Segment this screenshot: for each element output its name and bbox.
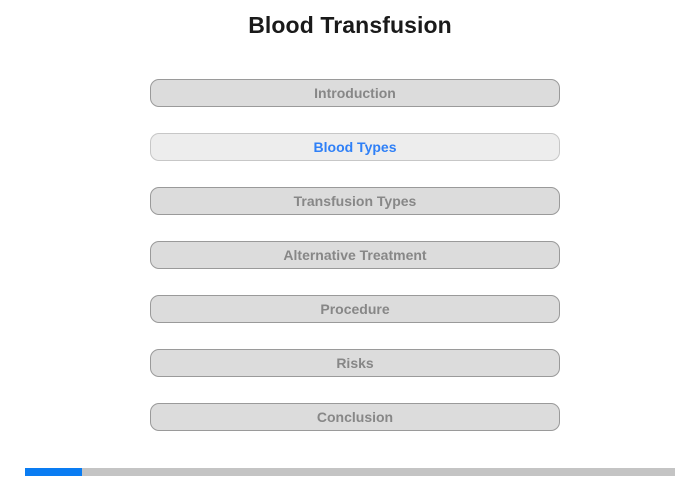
menu-item-risks[interactable]: Risks	[150, 349, 560, 377]
menu-item-label: Procedure	[320, 301, 390, 317]
menu-item-blood-types[interactable]: Blood Types	[150, 133, 560, 161]
menu-item-label: Introduction	[314, 85, 396, 101]
menu-item-label: Alternative Treatment	[283, 247, 427, 263]
menu-item-label: Conclusion	[316, 409, 394, 425]
menu-item-label: Risks	[336, 355, 374, 371]
menu-item-conclusion[interactable]: Conclusion	[150, 403, 560, 431]
menu-item-label: Transfusion Types	[293, 193, 417, 209]
menu-item-transfusion-types[interactable]: Transfusion Types	[150, 187, 560, 215]
menu-item-alternative-treatment[interactable]: Alternative Treatment	[150, 241, 560, 269]
page-title: Blood Transfusion	[248, 12, 452, 38]
progress-bar[interactable]	[25, 468, 675, 476]
menu-item-label: Blood Types	[313, 139, 397, 155]
menu-item-introduction[interactable]: Introduction	[150, 79, 560, 107]
progress-bar-fill	[25, 468, 83, 476]
progress-bar-track	[25, 468, 675, 476]
menu-item-procedure[interactable]: Procedure	[150, 295, 560, 323]
